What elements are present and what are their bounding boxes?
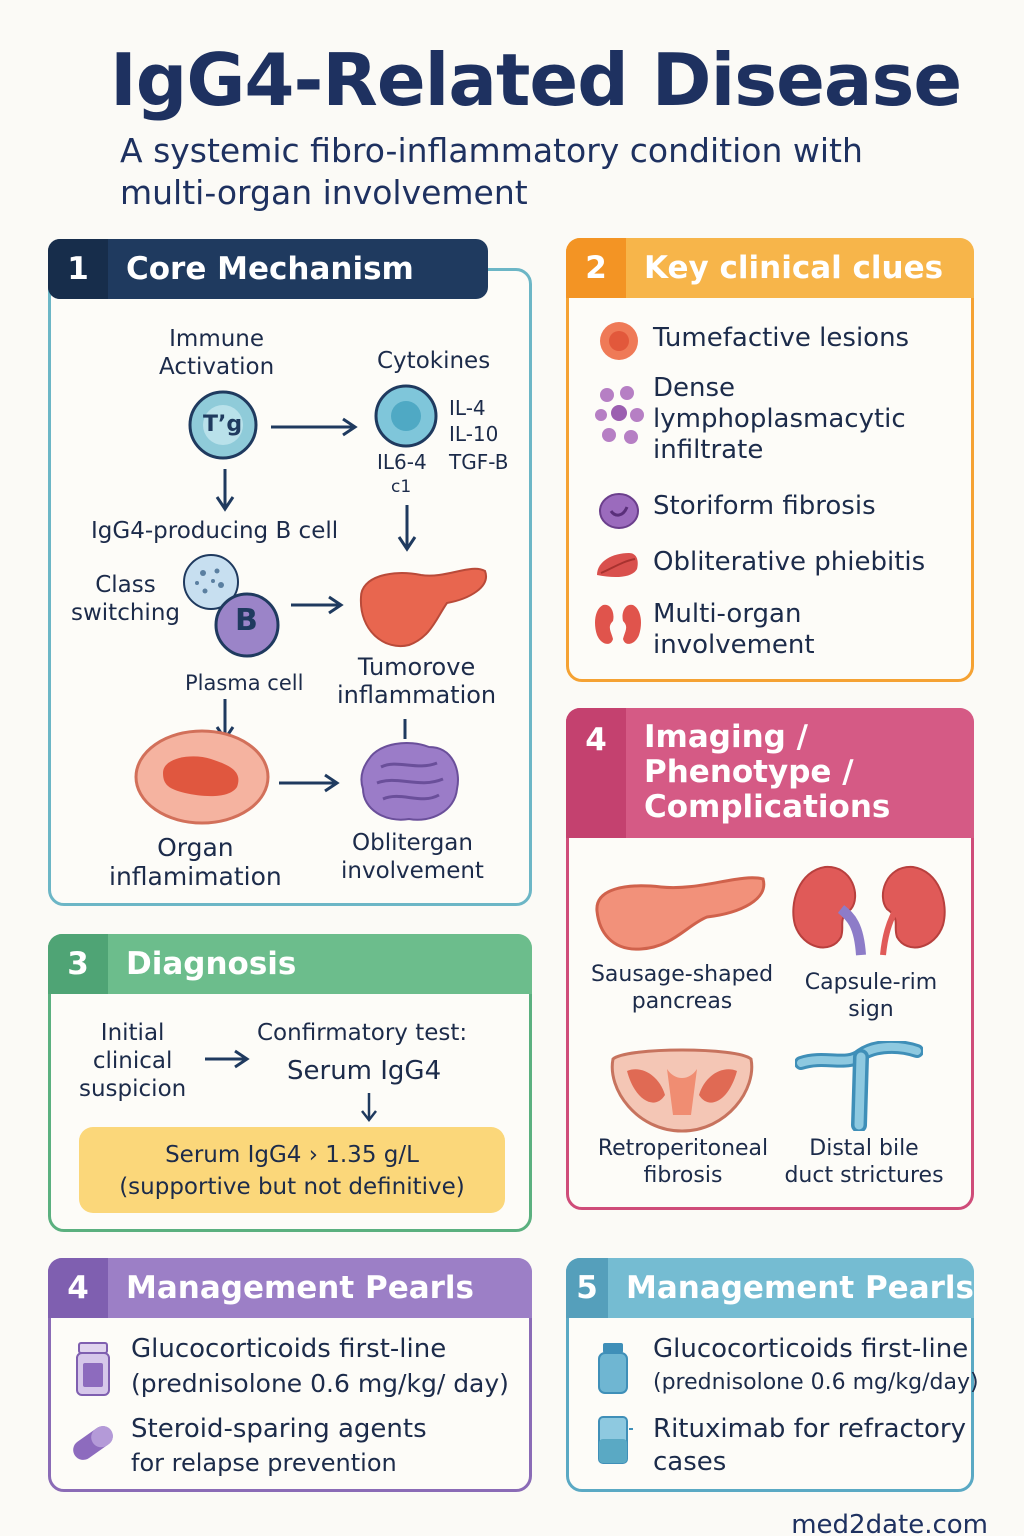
imaging-item: Retroperitoneal fibrosis [597,1136,769,1188]
sausage-pancreas-icon [595,876,766,951]
management-pearls-header: 4 Management Pearls [48,1258,532,1318]
obliter-involvement-label: Oblitergan involvement [341,830,484,884]
arrow-down-icon [361,1093,377,1123]
arrow-right-icon [271,417,358,437]
b-cell-icon [214,592,280,658]
clue-item: Tumefactive lesions [653,323,910,353]
clinical-clues-card: 2 Key clinical clues Tumefactive lesions… [566,238,974,682]
section-number: 3 [48,934,108,994]
arrow-down-icon [397,505,417,552]
management-item-detail: (prednisolone 0.6 mg/kg/day) [653,1370,979,1395]
section-title: Imaging / Phenotype / Complications [644,719,891,825]
diagnosis-card: 3 Diagnosis Initial clinical suspicion C… [48,934,532,1232]
tumefactive-lesion-icon [600,322,638,360]
confirmatory-test-label: Confirmatory test: [257,1020,468,1046]
clue-item: Dense lymphoplasmacytic infiltrate [653,373,906,465]
section-title: Management Pearls [126,1270,475,1306]
retroperitoneal-icon [610,1048,754,1133]
imaging-item: Distal bile duct strictures [784,1136,944,1188]
imaging-header: 4 Imaging / Phenotype / Complications [566,708,974,838]
pill-bottle-icon [76,1342,110,1396]
plasma-precursor-icon [183,554,239,610]
section-number: 4 [566,708,626,838]
plasma-cell-label: Plasma cell [185,671,304,695]
management-item-detail: (prednisolone 0.6 mg/kg/ day) [131,1369,509,1398]
section-number: 4 [48,1258,108,1318]
vial-icon [598,1343,628,1394]
cytokines-label: Cytokines [377,348,491,374]
clue-item: Storiform fibrosis [653,491,876,521]
c1-label: c1 [391,477,412,497]
iv-bag-icon [598,1416,633,1464]
serum-igg4-label: Serum IgG4 [287,1056,442,1086]
cytokine-cell-icon [374,384,438,448]
bile-duct-icon [795,1041,923,1131]
b-cell-glyph: B [235,603,258,638]
class-switching-label: Class switching [71,572,180,626]
b-cell-label: IgG4-producing B cell [91,518,339,544]
clinical-clues-header: 2 Key clinical clues [566,238,974,298]
section-number: 5 [566,1258,608,1318]
management-item-detail: for relapse prevention [131,1449,397,1477]
pancreas-organ-icon [359,567,487,648]
cytokine-list-b: TGF-B [449,450,509,474]
organ-inflammation-label: Organ inflamimation [109,833,282,891]
vein-icon [597,553,638,577]
immune-activation-label: Immune Activation [159,326,275,380]
management-item-title: Glucocorticoids first-line [131,1334,447,1364]
kidneys-icon [595,604,641,644]
tumorove-inflammation-label: Tumorove inflammation [337,653,497,709]
capsule-icon [73,1426,113,1460]
core-mechanism-header: 1 Core Mechanism [48,239,488,299]
arrow-right-icon [279,773,340,793]
kidney-pair-icon [792,865,946,956]
section-title: Core Mechanism [126,251,414,287]
section-title: Diagnosis [126,946,297,982]
imaging-item: Capsule-rim sign [804,970,938,1022]
management-pearls-card-right: 5 Management Pearls Glucocorticoids firs… [566,1258,979,1492]
arrow-down-icon [215,469,235,512]
initial-suspicion-label: Initial clinical suspicion [79,1020,187,1102]
t-cell-icon [188,390,258,460]
brand-logo-text: med2date.com [791,1510,988,1536]
clue-item: Obliterative phiebitis [653,547,926,577]
core-mechanism-card: 1 Core Mechanism Immune Activation T’g C… [48,239,532,906]
section-title: Management Pearls [625,1270,974,1306]
il-label: IL6-4 [377,450,427,474]
serum-threshold-note: (supportive but not definitive) [119,1174,465,1200]
connector-line [403,719,407,739]
management-item-title: Rituximab for refractory cases [653,1414,966,1477]
infiltrate-cells-icon [595,386,644,444]
arrow-right-icon [205,1049,250,1069]
clue-item: Multi-organ involvement [653,599,815,660]
inflamed-organ-icon [134,729,270,825]
arrow-right-icon [291,595,344,615]
page-title: IgG4-Related Disease [110,38,962,122]
management-pearls-card-left: 4 Management Pearls Glucocorticoids firs… [48,1258,532,1492]
imaging-item: Sausage-shaped pancreas [590,962,774,1014]
serum-threshold-box: Serum IgG4 › 1.35 g/L (supportive but no… [79,1127,505,1213]
page-subtitle: A systemic fibro-inflammatory condition … [120,131,863,212]
diagnosis-header: 3 Diagnosis [48,934,532,994]
imaging-card: 4 Imaging / Phenotype / Complications Sa… [566,708,974,1210]
storiform-fibrosis-icon [599,493,639,529]
fibrosis-tissue-icon [360,742,459,821]
section-number: 1 [48,239,108,299]
section-number: 2 [566,238,626,298]
management-pearls-header: 5 Management Pearls [566,1258,974,1318]
management-item-title: Glucocorticoids first-line [653,1334,969,1364]
management-item-title: Steroid-sparing agents [131,1414,427,1444]
serum-threshold-text: Serum IgG4 › 1.35 g/L [165,1142,419,1168]
t-cell-glyph: T’g [203,412,243,437]
section-title: Key clinical clues [644,250,944,286]
cytokine-list-a: IL-4 IL-10 [449,396,499,446]
